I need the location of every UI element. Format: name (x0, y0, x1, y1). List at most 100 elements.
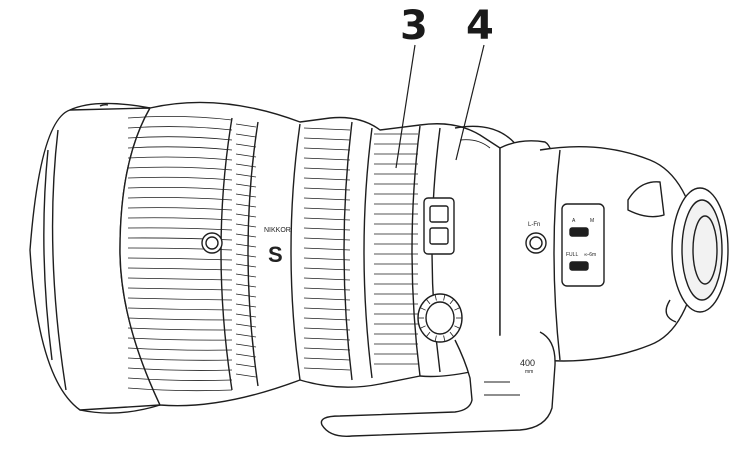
barrel-rib-line (127, 347, 233, 351)
barrel-rib-line (127, 136, 233, 141)
knurl-line (303, 317, 351, 321)
knob-ridge (434, 294, 437, 301)
barrel-rib-line (127, 186, 233, 191)
knurl-line (235, 213, 257, 218)
knurl-line (235, 323, 257, 328)
range-inf-label: ∞-6m (584, 252, 596, 258)
switch-m-label: M (590, 218, 594, 224)
barrel-rib-line (127, 327, 233, 331)
knurl-line (235, 253, 257, 258)
knurl-line (235, 143, 257, 148)
barrel-rib-line (127, 116, 233, 121)
knurl-line (303, 287, 351, 291)
knurl-line (235, 353, 257, 358)
knob-ridge (434, 335, 437, 342)
barrel-rib-line (127, 197, 233, 201)
knob-ridges (418, 294, 462, 342)
barrel-rib-line (127, 317, 233, 321)
focal-length-label: 400 (520, 358, 535, 368)
knob-ridge (425, 331, 431, 338)
knurl-line (303, 187, 351, 191)
knurl-line (235, 303, 257, 308)
knurl-line (235, 153, 257, 158)
knob-ridge (443, 294, 446, 301)
collar-locking-knob (417, 293, 463, 343)
focus-ring-ribs (374, 133, 418, 365)
knurl-line (235, 363, 257, 368)
barrel-rib-line (127, 357, 233, 361)
ring-knurl (303, 127, 351, 371)
barrel-rib-line (127, 126, 233, 131)
switch-a-label: A (572, 218, 576, 224)
knurl-line (303, 277, 351, 281)
barrel-rib-line (127, 307, 233, 311)
knurl-line (235, 203, 257, 208)
knob-ridge (449, 298, 455, 305)
focal-unit-label: mm (525, 369, 533, 375)
brand-label: NIKKOR (264, 227, 291, 234)
knurl-line (235, 243, 257, 248)
function-button-label: L-Fn (528, 222, 540, 228)
knurl-line (235, 223, 257, 228)
lens-buttons (201, 232, 547, 254)
knob-ridge (454, 307, 460, 311)
knurled-rings (220, 117, 353, 391)
barrel-rib-line (127, 337, 233, 341)
knurl-line (303, 337, 351, 341)
knurl-line (235, 263, 257, 268)
knurl-line (235, 123, 257, 128)
barrel-rib-line (127, 176, 233, 181)
knurl-line (303, 257, 351, 261)
knurl-line (235, 333, 257, 338)
knurl-line (235, 233, 257, 238)
knurl-line (303, 227, 351, 231)
knurl-line (235, 273, 257, 278)
knurl-line (303, 207, 351, 211)
knurl-line (303, 167, 351, 171)
knurl-line (303, 267, 351, 271)
knurl-line (235, 283, 257, 288)
barrel-rib-line (127, 367, 233, 371)
knurl-line (235, 133, 257, 138)
barrel-rib-line (127, 387, 233, 392)
knurl-line (235, 343, 257, 348)
callout-number-4: 4 (466, 3, 494, 49)
knurl-line (303, 307, 351, 311)
barrel-rib-line (127, 166, 233, 171)
barrel-rib-line (127, 377, 233, 381)
knob-ridge (425, 298, 431, 305)
range-full-label: FULL (566, 252, 578, 258)
knurl-line (303, 237, 351, 241)
knurl-line (303, 327, 351, 331)
tripod-foot (320, 331, 556, 437)
knurl-line (303, 217, 351, 221)
barrel-rib-line (127, 297, 233, 301)
knurl-line (303, 347, 351, 351)
ring-knurl (235, 123, 257, 378)
callout-leaders (395, 44, 485, 169)
knurl-line (235, 293, 257, 298)
knob-ridge (454, 325, 460, 329)
knurl-line (303, 357, 351, 361)
knurl-line (303, 247, 351, 251)
barrel-rib-line (127, 156, 233, 161)
knob-ridge (449, 331, 455, 338)
callout-number-3: 3 (400, 3, 428, 49)
knurl-line (303, 197, 351, 201)
knurl-line (303, 137, 351, 141)
knurl-line (303, 297, 351, 301)
knurl-line (303, 177, 351, 181)
knob-ridge (420, 325, 426, 329)
knurl-line (303, 157, 351, 161)
knurl-line (235, 163, 257, 168)
lens-mount (627, 181, 729, 323)
knurl-line (303, 367, 351, 371)
knurl-line (235, 173, 257, 178)
knurl-line (235, 313, 257, 318)
focus-ring-3 (363, 125, 421, 379)
knurl-line (235, 193, 257, 198)
switch-panel (561, 203, 605, 287)
series-mark: S (268, 242, 283, 267)
